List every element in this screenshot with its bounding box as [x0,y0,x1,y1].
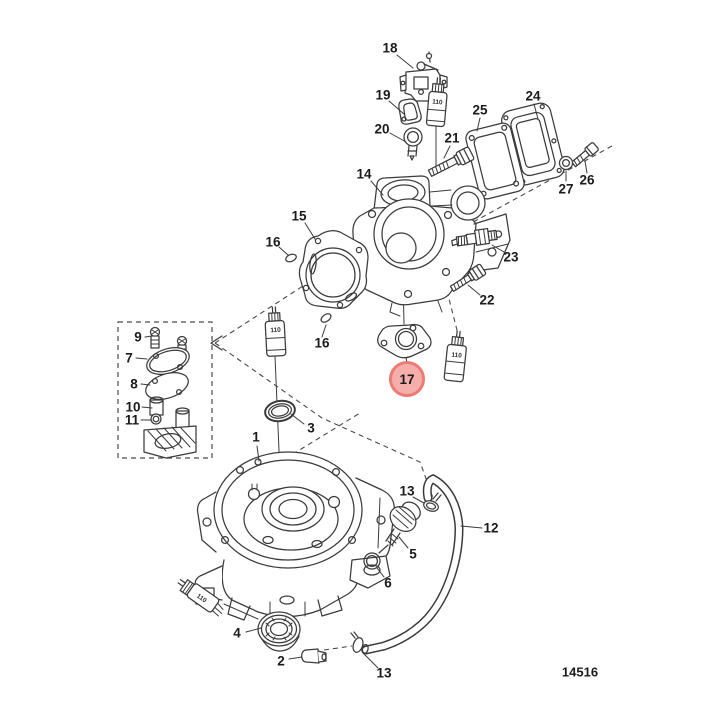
part-2-fitting [300,648,327,664]
part-27-nut [558,155,574,171]
callout-5[interactable]: 5 [409,547,417,562]
callout-8[interactable]: 8 [130,377,138,392]
callout-10[interactable]: 10 [125,400,140,415]
drawing-number: 14516 [562,665,598,680]
part-26-bolt [571,142,599,168]
part-8-cover-gasket [145,372,189,400]
callout-16-lower[interactable]: 16 [314,336,330,351]
sealant-tube-top: 110 [425,77,448,128]
part-20-thermostat [403,127,423,161]
part-7-cover-plate [146,347,190,375]
callout-9[interactable]: 9 [134,330,142,345]
part-14-cylinder-block [352,175,511,317]
callout-13-upper[interactable]: 13 [399,484,415,499]
sealant-label-right: 110 [451,352,463,360]
callout-3[interactable]: 3 [307,421,315,436]
callout-27[interactable]: 27 [558,182,573,197]
part-13-clamp-upper [423,492,442,512]
inset-box [117,321,223,459]
part-4-bearing [257,611,301,652]
part-6-oring [363,552,381,570]
callout-1[interactable]: 1 [252,430,260,445]
sealant-tube-left: 110 [264,306,287,357]
callout-15[interactable]: 15 [291,209,307,224]
part-1-crankcase [194,451,395,621]
part-19-gasket [398,98,422,125]
highlight-circle-part-17[interactable] [389,361,425,397]
part-22-bolt [449,263,487,293]
callout-16-upper[interactable]: 16 [265,235,281,250]
callout-13-lower[interactable]: 13 [376,666,392,681]
sealant-tube-right: 110 [443,330,467,383]
part-15-head-gasket [298,230,369,309]
part-16-dowel-pin-lower [320,313,332,323]
callout-11[interactable]: 11 [125,413,140,428]
callout-25[interactable]: 25 [472,103,488,118]
callout-17-highlighted[interactable]: 17 [399,372,414,387]
callout-18[interactable]: 18 [382,41,398,56]
part-16-dowel-pin-upper [285,253,297,263]
callout-23[interactable]: 23 [503,250,519,265]
inset-cutaway-block [143,425,197,459]
callout-24[interactable]: 24 [525,89,541,104]
callout-labels: 18 19 20 21 25 24 26 27 14 15 16 23 22 1… [125,41,595,681]
sealant-tube-bottom: 110 [177,579,224,617]
sealant-label-bottom: 110 [195,593,208,605]
part-11-oring [150,413,162,425]
callout-22[interactable]: 22 [479,293,494,308]
callout-4[interactable]: 4 [233,626,241,641]
callout-21[interactable]: 21 [444,131,460,146]
callout-26[interactable]: 26 [579,173,595,188]
part-25-gasket [465,122,525,200]
callout-14[interactable]: 14 [356,167,372,182]
sealant-label-left: 110 [270,327,281,335]
part-17-plate [377,323,432,359]
leader-lines [135,54,588,669]
callout-2[interactable]: 2 [277,654,285,669]
callout-6[interactable]: 6 [384,576,392,591]
part-23-spark-plug [451,227,503,247]
callout-20[interactable]: 20 [374,122,389,137]
part-21-bolt [427,146,475,178]
part-13-clamp-lower [350,631,364,653]
callout-12[interactable]: 12 [483,521,498,536]
inset-arrow [210,335,223,351]
part-5-plug [378,501,421,554]
part-3-seal [264,399,296,423]
callout-7[interactable]: 7 [125,351,133,366]
callout-19[interactable]: 19 [375,88,390,103]
sealant-label-top: 110 [432,99,443,107]
